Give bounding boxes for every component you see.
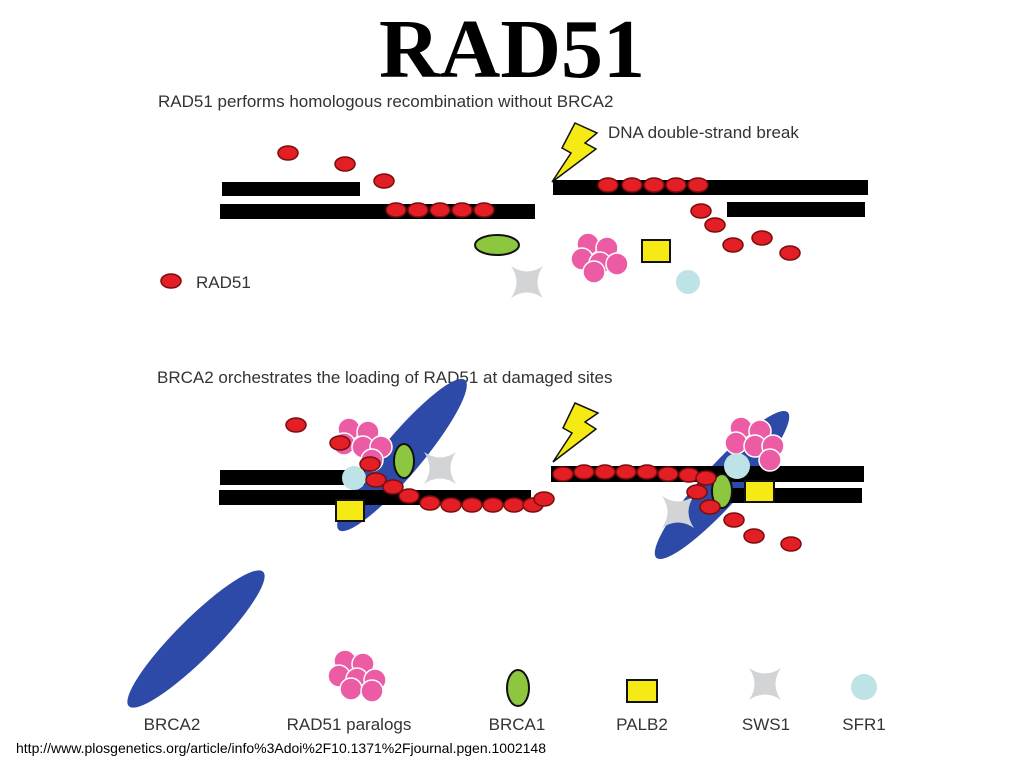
rad51-free-top	[277, 145, 801, 261]
rad51-key-icon	[160, 273, 182, 289]
paralogs-free-top	[570, 232, 629, 284]
palb2-left-bottom	[335, 499, 365, 522]
paralogs-right-bottom	[724, 416, 785, 472]
brca1-left-bottom	[393, 443, 415, 479]
lightning-icon	[552, 402, 600, 463]
palb2-right-bottom	[744, 480, 775, 503]
sws1-left-bottom	[424, 452, 456, 484]
legend-brca2-icon	[127, 570, 265, 708]
brca1-right-bottom	[711, 473, 733, 509]
source-link[interactable]: http://www.plosgenetics.org/article/info…	[16, 740, 547, 756]
slide-title: RAD51	[379, 3, 645, 96]
sfr1-free-top	[676, 270, 700, 294]
legend-label: SFR1	[842, 715, 885, 734]
legend-label: BRCA2	[144, 715, 201, 734]
sfr1-right-bottom	[724, 453, 750, 479]
brca1-free-top	[474, 234, 520, 256]
panel-bottom-heading: BRCA2 orchestrates the loading of RAD51 …	[157, 368, 612, 387]
rad51-filament-top-right	[597, 177, 709, 193]
legend-sws1-icon	[749, 668, 781, 700]
sfr1-left-bottom	[342, 466, 366, 490]
legend-paralogs-icon	[327, 649, 387, 703]
legend-brca1-icon	[506, 669, 530, 707]
rad51-filament-top-left	[385, 202, 495, 218]
legend-sfr1-icon	[851, 674, 877, 700]
legend-label: SWS1	[742, 715, 790, 734]
legend-palb2-icon	[626, 679, 658, 703]
sws1-free-top	[511, 266, 543, 298]
legend-label: PALB2	[616, 715, 668, 734]
legend-label: RAD51 paralogs	[287, 715, 412, 734]
rad51-key-label: RAD51	[196, 273, 251, 292]
break-label: DNA double-strand break	[608, 123, 799, 142]
panel-top-heading: RAD51 performs homologous recombination …	[158, 92, 613, 111]
rad51-bottom	[285, 417, 802, 552]
palb2-free-top	[641, 239, 671, 263]
legend-label: BRCA1	[489, 715, 546, 734]
lightning-icon	[551, 122, 599, 183]
